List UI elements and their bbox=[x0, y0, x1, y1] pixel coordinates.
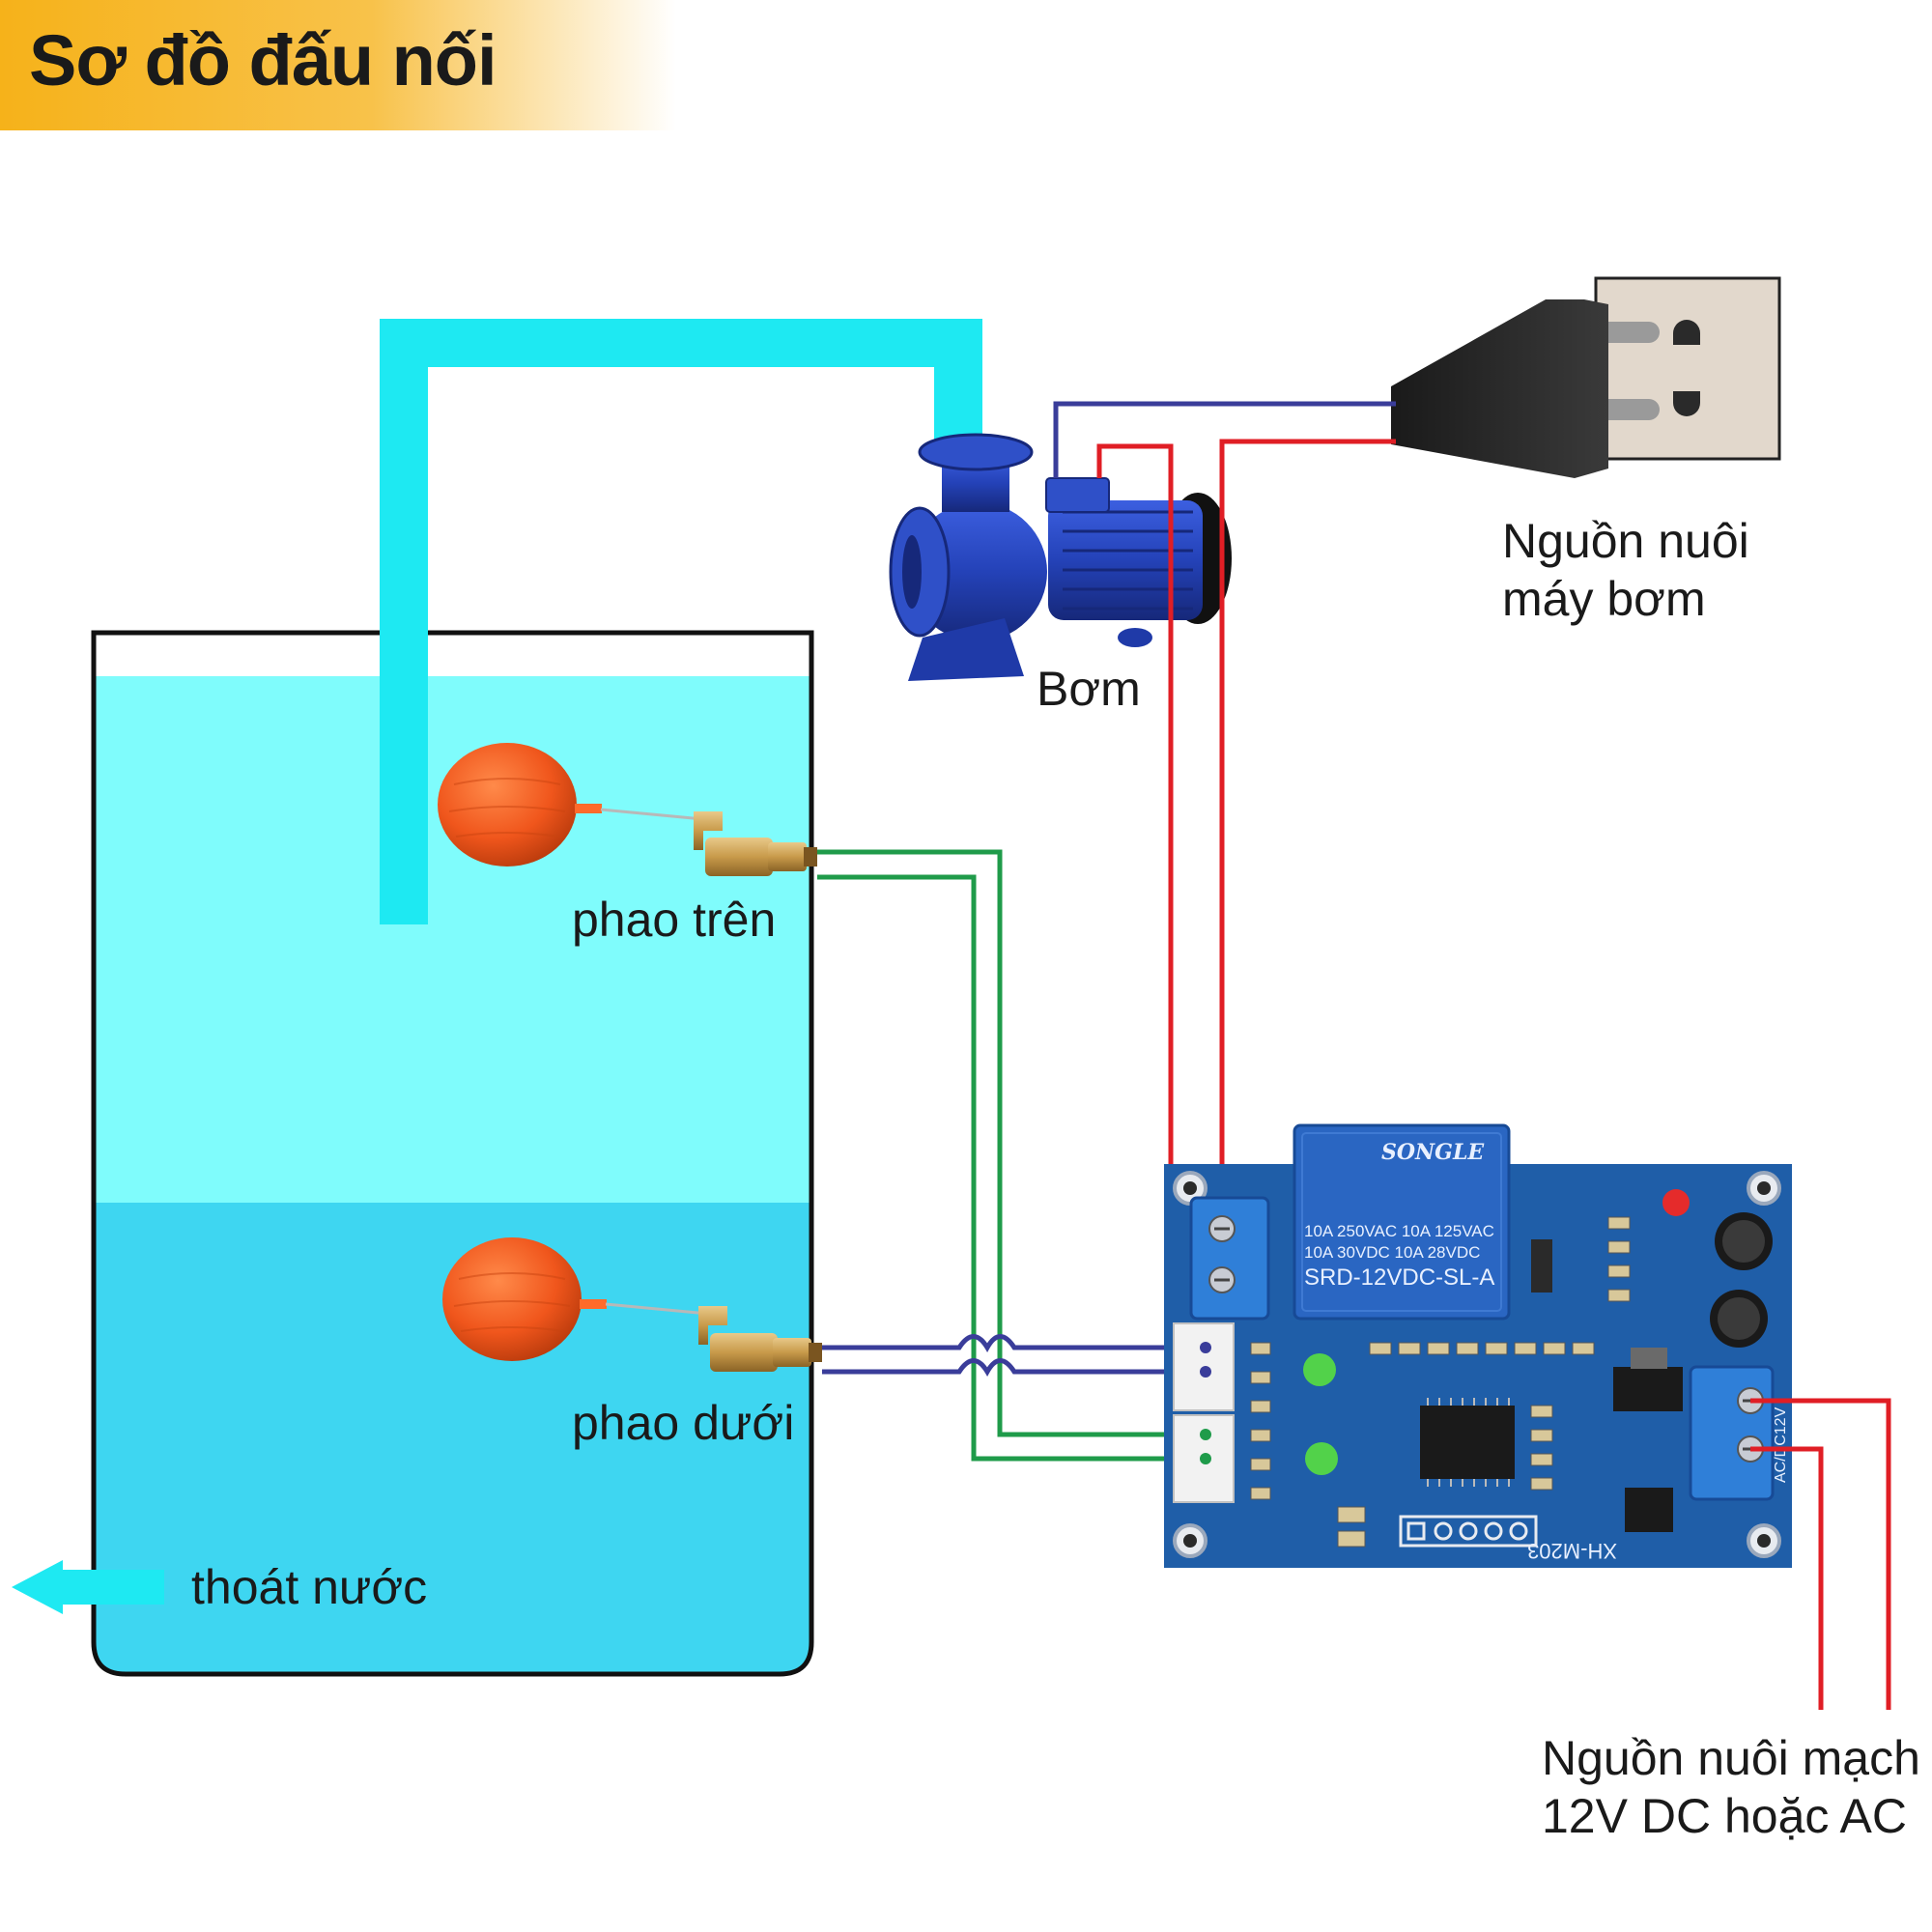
relay-module: SONGLE 10A 250VAC 10A 125VAC 10A 30VDC 1… bbox=[1293, 1123, 1511, 1321]
regulator-chips bbox=[1531, 1239, 1683, 1532]
water-upper-zone bbox=[94, 676, 811, 1203]
smd-components bbox=[1250, 1216, 1631, 1548]
pump-label: Bơm bbox=[1037, 662, 1141, 716]
capacitors bbox=[1710, 1212, 1773, 1348]
lower-float-switch-icon bbox=[442, 1237, 822, 1372]
title-banner bbox=[0, 0, 676, 130]
board-model: XH-M203 bbox=[1527, 1539, 1617, 1563]
page-title: Sơ đồ đấu nối bbox=[29, 20, 497, 100]
pump-power-label-line-1: Nguồn nuôi bbox=[1502, 514, 1749, 568]
drain-arrow-icon bbox=[12, 1560, 164, 1614]
power-plug-icon bbox=[1391, 299, 1660, 478]
wall-outlet-icon bbox=[1594, 276, 1781, 461]
pump-power-label: Nguồn nuôi máy bơm bbox=[1502, 512, 1749, 628]
board-power-label-line-1: Nguồn nuôi mạch bbox=[1542, 1731, 1920, 1785]
board-power-label: Nguồn nuôi mạch 12V DC hoặc AC bbox=[1542, 1729, 1920, 1845]
ic-chip bbox=[1420, 1398, 1515, 1487]
upper-float-wires bbox=[817, 849, 1206, 1462]
water-pump-icon bbox=[889, 433, 1232, 681]
board-power-wires bbox=[1750, 1398, 1891, 1710]
relay-brand: SONGLE bbox=[1381, 1140, 1485, 1165]
sensor-connectors bbox=[1173, 1322, 1235, 1503]
pin-header bbox=[1399, 1515, 1538, 1548]
water-lower-zone bbox=[94, 1203, 811, 1674]
red-wire-plug-relay bbox=[1219, 439, 1396, 1229]
board-power-label-line-2: 12V DC hoặc AC bbox=[1542, 1789, 1907, 1843]
status-leds bbox=[1303, 1189, 1690, 1475]
tank-outline bbox=[91, 630, 814, 1677]
control-board-xh-m203: SONGLE 10A 250VAC 10A 125VAC 10A 30VDC 1… bbox=[1164, 1123, 1792, 1568]
power-terminal-label: AC/DC12V bbox=[1773, 1406, 1789, 1483]
lower-float-label: phao dưới bbox=[572, 1396, 795, 1450]
relay-terminal-block bbox=[1189, 1196, 1270, 1321]
water-tank bbox=[91, 630, 814, 1677]
blue-wire-pump-plug bbox=[1053, 401, 1396, 478]
inlet-pipe bbox=[380, 319, 982, 924]
upper-float-switch-icon bbox=[438, 743, 817, 876]
lower-float-wires bbox=[822, 1334, 1206, 1377]
relay-model: SRD-12VDC-SL-A bbox=[1304, 1264, 1494, 1291]
upper-float-label: phao trên bbox=[572, 893, 777, 947]
relay-ratings-line-1: 10A 250VAC 10A 125VAC bbox=[1304, 1222, 1494, 1240]
pump-power-label-line-2: máy bơm bbox=[1502, 572, 1706, 626]
drain-label: thoát nước bbox=[191, 1560, 428, 1614]
relay-ratings-line-2: 10A 30VDC 10A 28VDC bbox=[1304, 1243, 1480, 1262]
